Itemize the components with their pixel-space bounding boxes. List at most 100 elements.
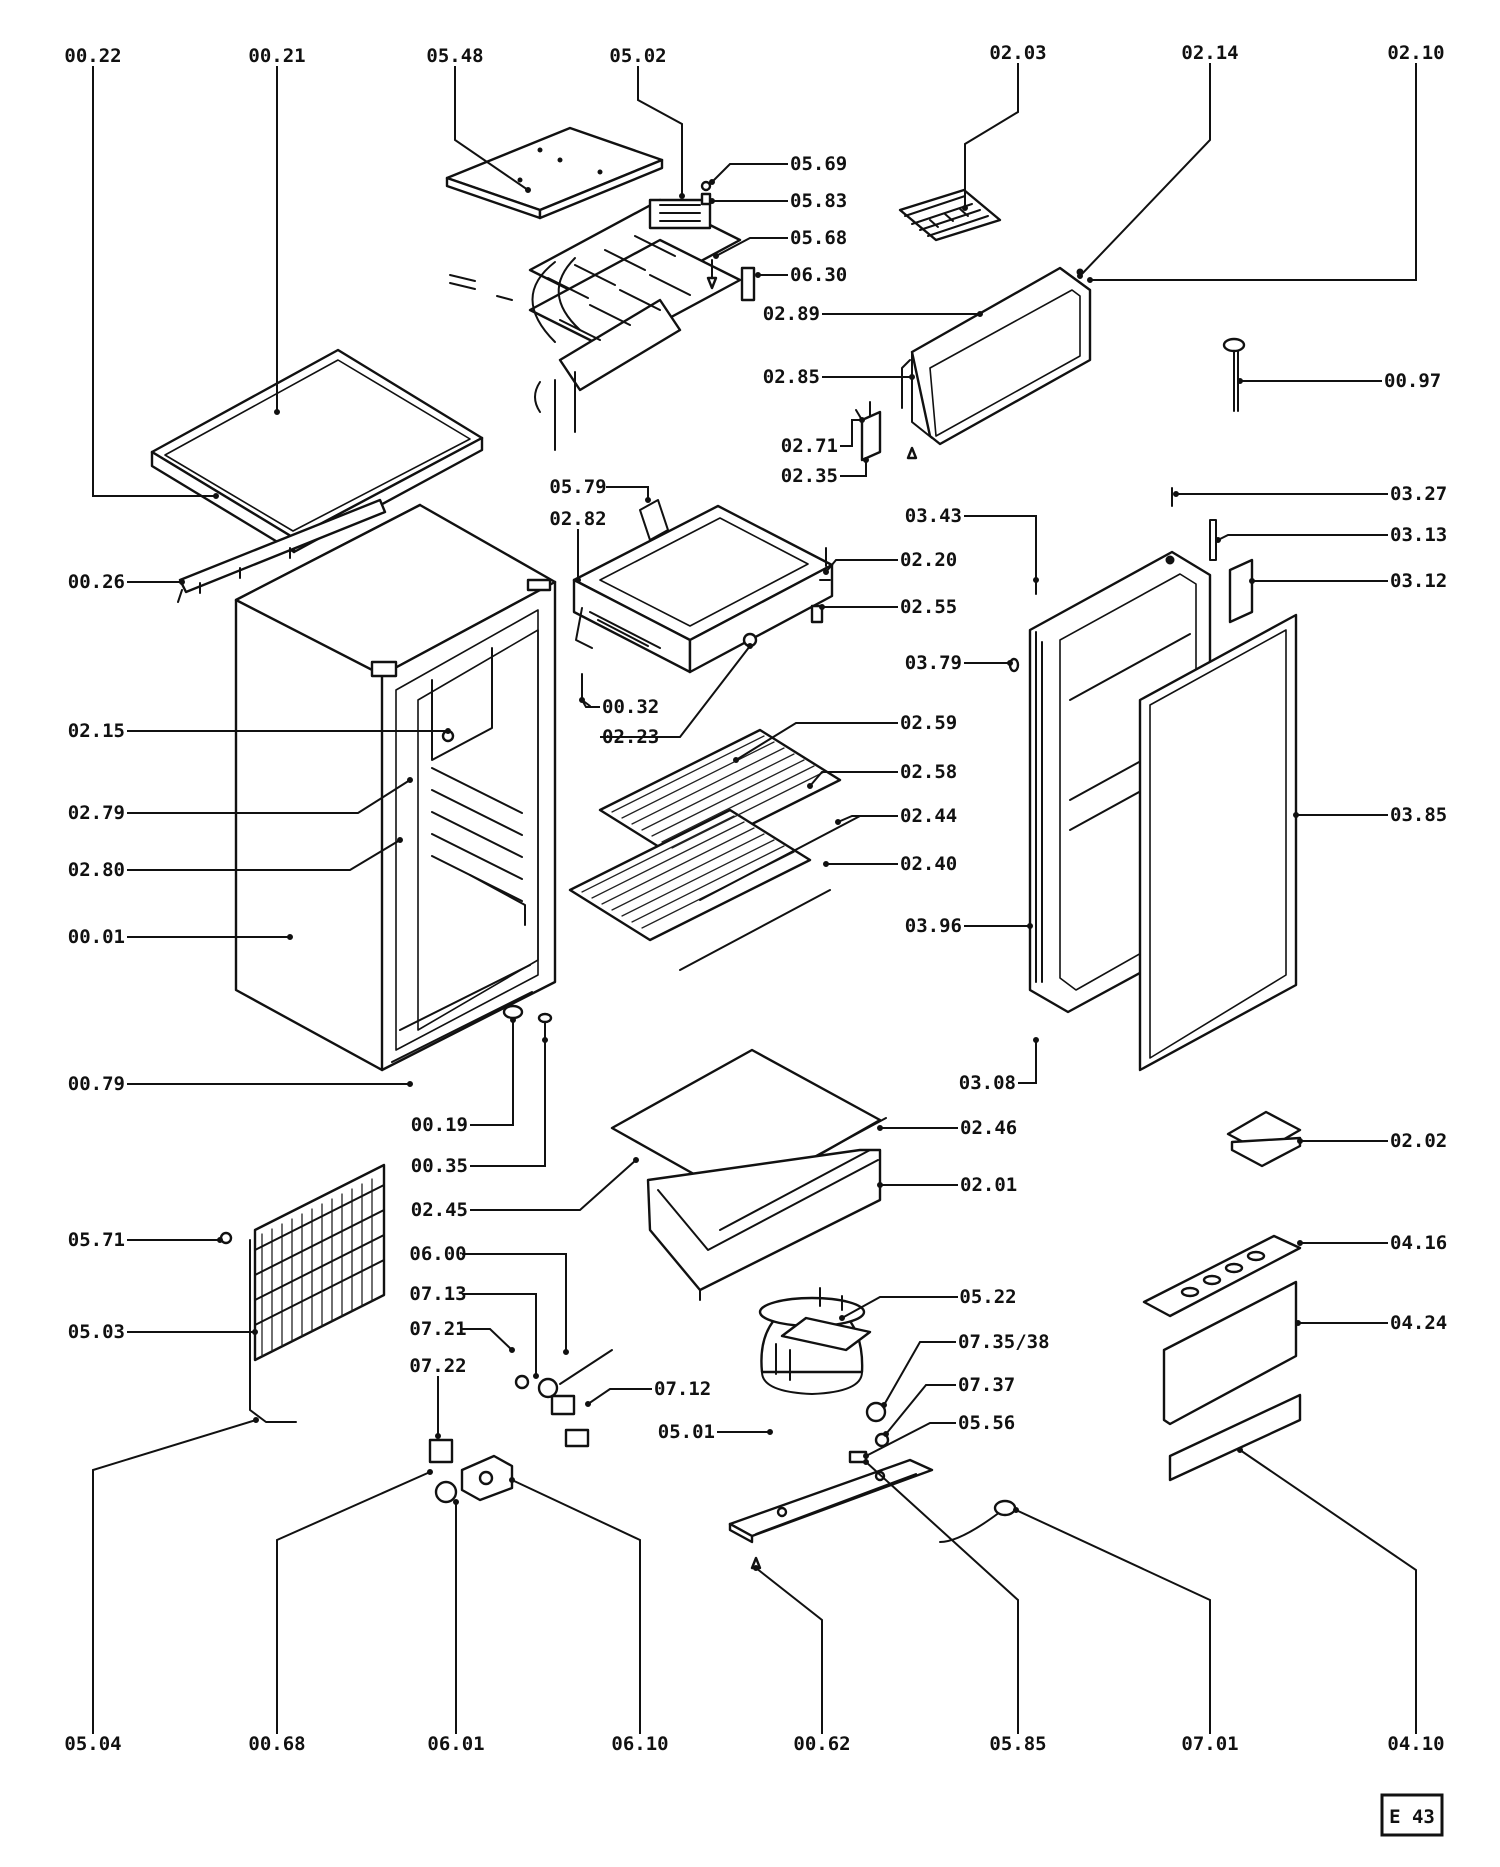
part-number-label: 02.40 [900, 853, 957, 875]
leader-end-dot [962, 205, 968, 211]
leader-end-dot [877, 1182, 883, 1188]
leader-end-dot [755, 272, 761, 278]
leader-line [883, 1341, 956, 1406]
leader-end-dot [579, 697, 585, 703]
part-number-label: 07.01 [1181, 1733, 1238, 1755]
part-number-label: 02.01 [960, 1174, 1017, 1196]
appliance-drawing [150, 126, 1302, 1570]
leader-line [715, 237, 788, 257]
part-number-label: 00.19 [411, 1114, 468, 1136]
part-number-label: 05.04 [64, 1733, 121, 1755]
leader-end-dot [909, 374, 915, 380]
leader-end-dot [525, 187, 531, 193]
leader-line [462, 1328, 513, 1351]
leader-end-dot [427, 1469, 433, 1475]
leader-end-dot [835, 819, 841, 825]
leader-end-dot [509, 1477, 515, 1483]
part-number-label: 00.26 [68, 571, 125, 593]
part-number-label: 00.01 [68, 926, 125, 948]
leader-line [841, 1296, 958, 1319]
leader-end-dot [819, 604, 825, 610]
part-number-label: 02.02 [1390, 1130, 1447, 1152]
leader-line [809, 771, 898, 787]
leader-end-dot [877, 1125, 883, 1131]
leader-end-dot [445, 728, 451, 734]
leader-end-dot [510, 1017, 516, 1023]
part-number-label: 02.23 [602, 726, 659, 748]
leader-end-dot [1077, 273, 1083, 279]
leader-end-dot [863, 1459, 869, 1465]
figure-code: E 43 [1389, 1806, 1435, 1828]
leader-end-dot [1297, 1138, 1303, 1144]
leader-end-dot [823, 861, 829, 867]
compressor-part [758, 1287, 872, 1395]
part-number-label: 03.27 [1390, 483, 1447, 505]
leader-line [840, 419, 862, 447]
part-number-label: 00.62 [793, 1733, 850, 1755]
leader-end-dot [679, 193, 685, 199]
leader-end-dot [713, 253, 719, 259]
power-cable-part [939, 1499, 1017, 1543]
freezer-door-part [901, 266, 1092, 460]
leader-end-dot [1033, 577, 1039, 583]
part-number-label: 07.21 [409, 1318, 466, 1340]
leader-line [735, 722, 898, 761]
door-hinge-part [1171, 487, 1254, 624]
leader-line [825, 559, 898, 573]
leader-end-dot [453, 1499, 459, 1505]
leader-end-dot [575, 577, 581, 583]
leader-line [1239, 1449, 1417, 1734]
part-number-label: 02.59 [900, 712, 957, 734]
part-number-label: 00.22 [64, 45, 121, 67]
leader-end-dot [767, 1429, 773, 1435]
leader-end-dot [1007, 660, 1013, 666]
leader-end-dot [274, 409, 280, 415]
leader-line [1018, 1040, 1037, 1084]
part-number-label: 00.21 [248, 45, 305, 67]
leader-line [637, 66, 683, 196]
part-number-label: 05.56 [958, 1412, 1015, 1434]
leader-line [1015, 1509, 1211, 1734]
part-number-label: 03.13 [1390, 524, 1447, 546]
leader-line [755, 1567, 823, 1734]
leader-end-dot [213, 493, 219, 499]
leader-end-dot [1087, 277, 1093, 283]
ice-tray-part [898, 188, 1002, 242]
leader-line [1090, 63, 1417, 281]
part-number-label: 05.01 [658, 1421, 715, 1443]
leader-end-dot [397, 837, 403, 843]
leader-end-dot [542, 1037, 548, 1043]
leader-line [92, 66, 216, 497]
leader-end-dot [533, 1373, 539, 1379]
part-number-label: 07.22 [409, 1355, 466, 1377]
leader-end-dot [863, 457, 869, 463]
base-plate-part [728, 1458, 934, 1570]
leader-end-dot [977, 311, 983, 317]
leader-end-dot [807, 783, 813, 789]
leader-end-dot [823, 569, 829, 575]
leader-line [470, 1040, 546, 1167]
part-number-label: 02.35 [781, 465, 838, 487]
leader-end-dot [1173, 491, 1179, 497]
leader-line [865, 1422, 956, 1457]
door-gasket-part [1138, 613, 1298, 1072]
part-number-label: 05.68 [790, 227, 847, 249]
part-number-label: 04.16 [1390, 1232, 1447, 1254]
part-number-label: 05.02 [609, 45, 666, 67]
freezer-compartment-part [572, 499, 834, 674]
part-number-label: 02.03 [989, 42, 1046, 64]
leader-end-dot [253, 1417, 259, 1423]
part-number-label: 03.12 [1390, 570, 1447, 592]
leader-end-dot [709, 179, 715, 185]
leader-line [885, 1384, 956, 1435]
leader-end-dot [585, 1401, 591, 1407]
leader-end-dot [563, 1349, 569, 1355]
part-number-label: 07.13 [409, 1283, 466, 1305]
part-number-label: 02.85 [763, 366, 820, 388]
leader-end-dot [1249, 578, 1255, 584]
leader-line [511, 1479, 641, 1734]
part-number-label: 03.43 [905, 505, 962, 527]
freezer-plate-part [445, 126, 664, 220]
part-number-label: 05.83 [790, 190, 847, 212]
